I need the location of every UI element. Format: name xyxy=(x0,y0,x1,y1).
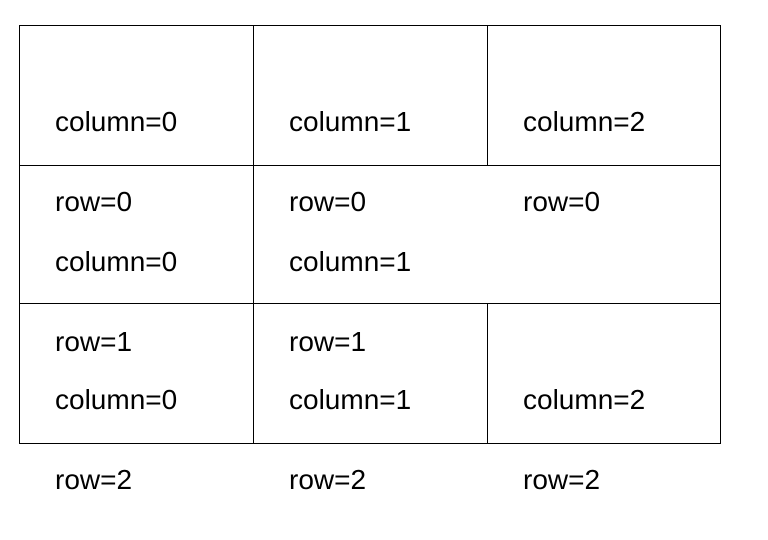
cell-row-label: row=0 xyxy=(55,186,133,217)
grid-cell-r2-c2: column=2 row=2 xyxy=(488,304,720,495)
grid-layout-diagram: column=0 row=0 column=1 row=0 column=2 r… xyxy=(19,25,721,495)
cell-column-label: column=1 xyxy=(289,384,412,415)
cell-column-label: column=1 xyxy=(289,246,412,277)
cell-column-label: column=0 xyxy=(55,384,178,415)
cell-row-label: row=1 xyxy=(55,326,133,357)
cell-row-label: row=1 xyxy=(289,326,367,357)
cell-row-label: row=2 xyxy=(55,464,133,495)
grid-cell-r2-c0: column=0 row=2 xyxy=(20,304,254,495)
grid-cell-r0-c2: column=2 row=0 xyxy=(488,26,720,217)
grid-cell-r1-c0: column=0 row=1 xyxy=(20,166,254,357)
grid-cell-r0-c0: column=0 row=0 xyxy=(20,26,254,217)
cell-column-label: column=2 xyxy=(523,384,646,415)
cell-column-label: column=0 xyxy=(55,106,178,137)
grid-cell-r2-c1: column=1 row=2 xyxy=(254,304,488,495)
grid-cell-r0-c1: column=1 row=0 xyxy=(254,26,488,217)
cell-column-label: column=0 xyxy=(55,246,178,277)
cell-row-label: row=2 xyxy=(289,464,367,495)
grid-cell-r1-c1-spanning: column=1 row=1 xyxy=(254,166,720,357)
cell-column-label: column=2 xyxy=(523,106,646,137)
cell-row-label: row=0 xyxy=(289,186,367,217)
cell-row-label: row=2 xyxy=(523,464,601,495)
cell-row-label: row=0 xyxy=(523,186,601,217)
cell-column-label: column=1 xyxy=(289,106,412,137)
